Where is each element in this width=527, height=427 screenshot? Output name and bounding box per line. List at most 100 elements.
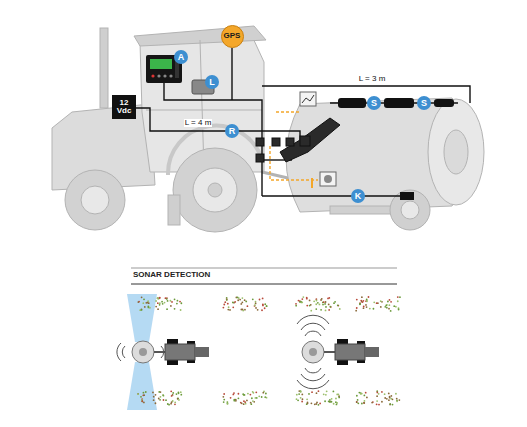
gps-badge: GPS bbox=[221, 25, 244, 48]
plant-row bbox=[176, 303, 178, 305]
plant-row bbox=[363, 402, 365, 404]
tractor-top-view bbox=[365, 347, 379, 357]
plant-row bbox=[363, 307, 365, 309]
plant-row bbox=[359, 303, 361, 305]
plant-row bbox=[319, 303, 321, 305]
plant-row bbox=[369, 308, 371, 310]
tractor-top-view bbox=[305, 368, 321, 373]
plant-row bbox=[332, 391, 334, 393]
tractor-top-view bbox=[117, 342, 170, 362]
plant-row bbox=[384, 306, 386, 308]
plant-row bbox=[262, 392, 264, 394]
plant-row bbox=[261, 396, 263, 398]
plant-row bbox=[328, 309, 330, 311]
sensor-icon bbox=[311, 178, 313, 188]
plant-row bbox=[262, 303, 264, 305]
plant-row bbox=[363, 306, 365, 308]
plant-row bbox=[359, 302, 361, 304]
plant-row bbox=[302, 398, 304, 400]
plant-row bbox=[228, 306, 230, 308]
plant-row bbox=[174, 401, 176, 403]
plant-row bbox=[141, 400, 143, 402]
plant-row bbox=[160, 396, 162, 398]
plant-row bbox=[365, 300, 367, 302]
plant-row bbox=[155, 394, 157, 396]
plant-row bbox=[328, 297, 330, 299]
plant-row bbox=[249, 394, 251, 396]
plant-row bbox=[318, 404, 320, 406]
plant-row bbox=[145, 391, 147, 393]
control-monitor bbox=[151, 74, 154, 77]
plant-row bbox=[385, 304, 387, 306]
plant-row bbox=[366, 298, 368, 300]
tractor bbox=[65, 170, 125, 230]
plant-row bbox=[306, 297, 308, 299]
plant-row bbox=[174, 308, 176, 310]
plant-row bbox=[339, 308, 341, 310]
plant-row bbox=[257, 309, 259, 311]
plant-row bbox=[387, 301, 389, 303]
plant-row bbox=[372, 401, 374, 403]
plant-row bbox=[311, 391, 313, 393]
plant-row bbox=[356, 401, 358, 403]
plant-row bbox=[240, 402, 242, 404]
wiring bbox=[231, 48, 232, 100]
plant-row bbox=[376, 392, 378, 394]
plant-row bbox=[266, 305, 268, 307]
plant-row bbox=[238, 393, 240, 395]
plant-row bbox=[245, 403, 247, 405]
tractor bbox=[193, 168, 237, 212]
plant-row bbox=[222, 396, 224, 398]
wheel-sensor bbox=[400, 192, 414, 200]
plant-row bbox=[232, 306, 234, 308]
valve-assembly bbox=[272, 138, 280, 146]
plant-row bbox=[240, 303, 242, 305]
plant-row bbox=[142, 394, 144, 396]
tractor-top-view bbox=[305, 331, 321, 336]
node-label: K bbox=[355, 192, 362, 201]
plant-row bbox=[366, 300, 368, 302]
plant-row bbox=[329, 306, 331, 308]
tractor bbox=[168, 195, 180, 225]
plant-row bbox=[171, 301, 173, 303]
plant-row bbox=[306, 298, 308, 300]
plant-row bbox=[170, 305, 172, 307]
plant-row bbox=[366, 396, 368, 398]
plant-row bbox=[363, 402, 365, 404]
plant-row bbox=[141, 398, 143, 400]
valve-assembly bbox=[256, 118, 340, 162]
plant-row bbox=[399, 296, 401, 298]
plant-row bbox=[329, 401, 331, 403]
wiring bbox=[164, 83, 262, 196]
plant-row bbox=[356, 395, 358, 397]
plant-row bbox=[229, 309, 231, 311]
plant-row bbox=[313, 300, 315, 302]
plant-row bbox=[138, 301, 140, 303]
plant-row bbox=[307, 401, 309, 403]
plant-row bbox=[380, 306, 382, 308]
plant-row bbox=[386, 307, 388, 309]
tractor-top-view bbox=[165, 344, 195, 360]
plant-row bbox=[308, 393, 310, 395]
sensor-icon bbox=[320, 172, 336, 186]
plant-row bbox=[262, 298, 264, 300]
plant-row bbox=[376, 403, 378, 405]
sensor-icon bbox=[324, 175, 332, 183]
plant-row bbox=[255, 391, 257, 393]
plant-row bbox=[297, 399, 299, 401]
plant-row bbox=[381, 401, 383, 403]
plant-row bbox=[368, 296, 370, 298]
plant-row bbox=[396, 400, 398, 402]
plant-row bbox=[147, 300, 149, 302]
plant-row bbox=[137, 393, 139, 395]
plant-row bbox=[227, 402, 229, 404]
plant-row bbox=[178, 399, 180, 401]
plant-row bbox=[361, 393, 363, 395]
plant-row bbox=[386, 398, 388, 400]
plant-row bbox=[361, 296, 363, 298]
plant-row bbox=[380, 300, 382, 302]
plant-row bbox=[322, 304, 324, 306]
plant-row bbox=[254, 304, 256, 306]
tractor-top-view bbox=[195, 347, 209, 357]
plant-row bbox=[337, 305, 339, 307]
